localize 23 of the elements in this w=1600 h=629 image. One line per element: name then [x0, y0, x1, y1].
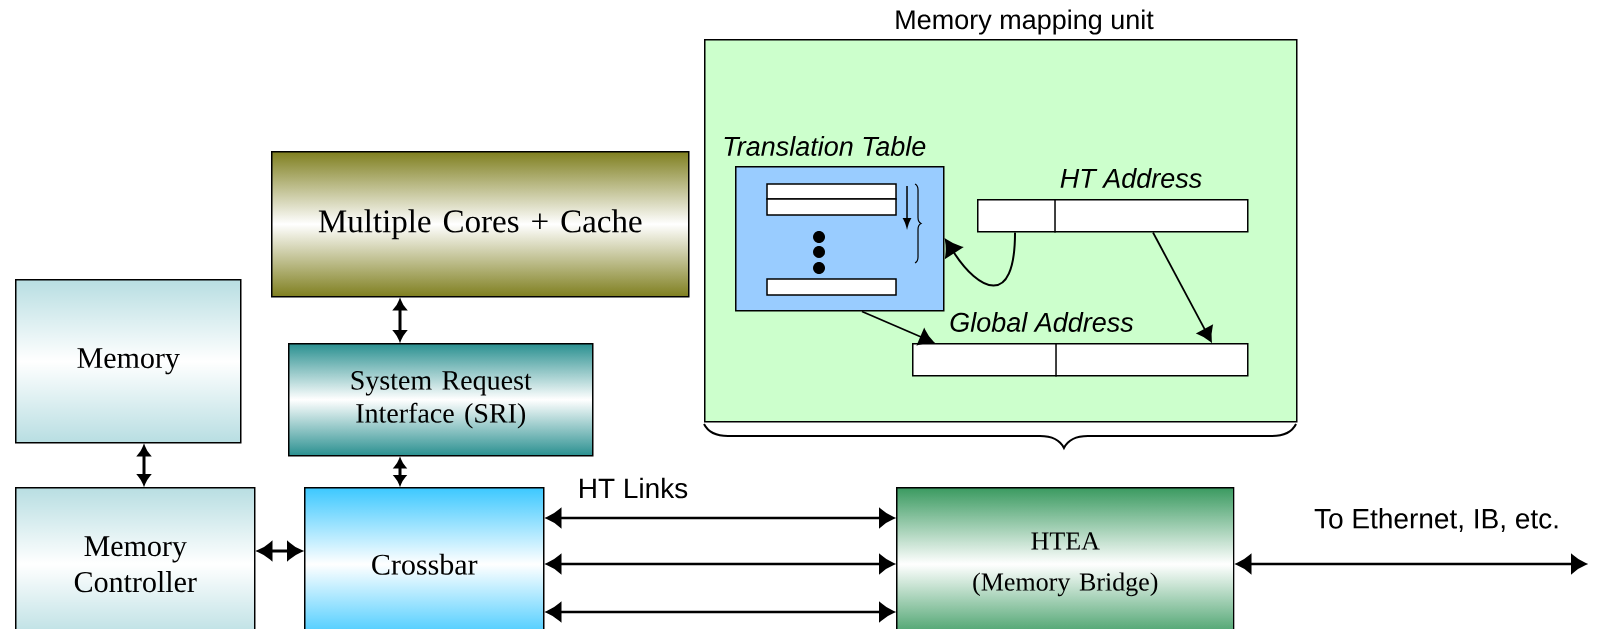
arrow	[137, 445, 151, 485]
arrow	[257, 542, 302, 560]
arrow	[546, 554, 895, 574]
arrow	[546, 508, 895, 528]
box-heading: Translation Table	[724, 136, 926, 156]
box-heading: HT Address	[1060, 168, 1202, 188]
edge-label: To Ethernet, IB, etc.	[1312, 506, 1562, 534]
arrow	[393, 299, 407, 341]
arrow	[546, 602, 895, 622]
bridge-box: HTEA (Memory Bridge)	[896, 487, 1235, 629]
edge-label: HT Links	[575, 475, 691, 501]
cores-box: Multiple Cores + Cache	[271, 151, 690, 298]
box-heading: Global Address	[950, 312, 1134, 332]
arrow	[1236, 554, 1587, 574]
crossbar-box: Crossbar	[304, 487, 545, 629]
arrow	[1152, 231, 1213, 342]
controller-box: Memory Controller	[15, 487, 256, 629]
arrow	[861, 310, 934, 346]
arrow	[944, 231, 1016, 287]
arrow	[394, 458, 406, 486]
memory-box: Memory	[15, 279, 242, 444]
box-heading: Memory mapping unit	[896, 9, 1154, 35]
interface-box: System Request Interface (SRI)	[288, 343, 594, 457]
